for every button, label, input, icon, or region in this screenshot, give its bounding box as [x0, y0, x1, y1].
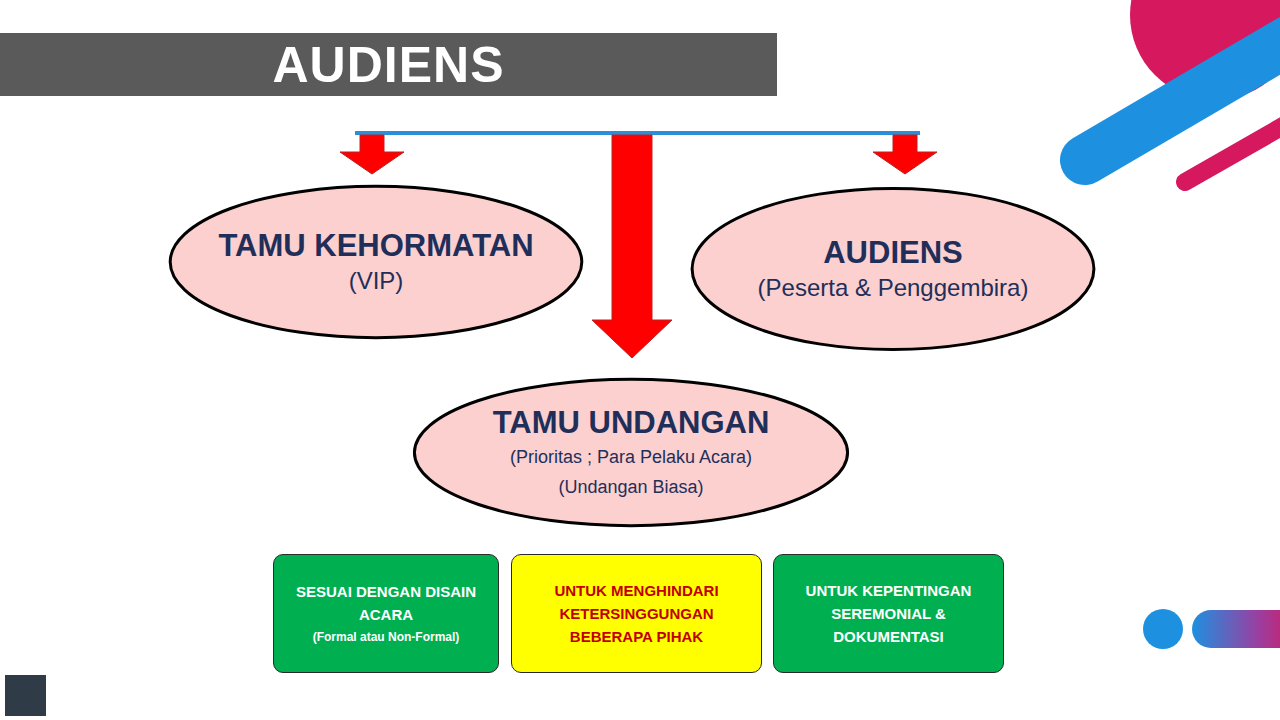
node-body: (Peserta & Penggembira) [758, 272, 1029, 304]
note-box: UNTUK KEPENTINGAN SEREMONIAL & DOKUMENTA… [773, 554, 1004, 673]
node-heading: AUDIENS [823, 234, 963, 272]
title-banner: AUDIENS [0, 33, 777, 96]
branch-bar [355, 131, 920, 135]
small-arrow [873, 135, 937, 174]
note-box: UNTUK MENGHINDARI KETERSINGGUNGAN BEBERA… [511, 554, 762, 673]
title: AUDIENS [0, 37, 777, 93]
ellipse-node: TAMU KEHORMATAN(VIP) [166, 184, 586, 340]
node-body: (VIP) [349, 265, 404, 297]
node-body: (Prioritas ; Para Pelaku Acara) [510, 442, 752, 472]
node-heading: TAMU KEHORMATAN [218, 227, 533, 265]
node-body: (Undangan Biasa) [558, 472, 703, 502]
corner-square [5, 675, 46, 716]
node-heading: UNTUK MENGHINDARI KETERSINGGUNGAN BEBERA… [526, 579, 747, 648]
dot [1143, 609, 1183, 649]
node-body: (Formal atau Non-Formal) [313, 626, 460, 648]
ellipse-node: AUDIENS(Peserta & Penggembira) [688, 186, 1098, 352]
corner-stripe [1185, 122, 1280, 182]
node-heading: UNTUK KEPENTINGAN SEREMONIAL & DOKUMENTA… [788, 579, 989, 648]
big-arrow [592, 135, 672, 358]
ellipse-node: TAMU UNDANGAN(Prioritas ; Para Pelaku Ac… [410, 377, 852, 528]
node-heading: SESUAI DENGAN DISAIN ACARA [288, 580, 484, 626]
pill [1192, 610, 1280, 648]
small-arrow [340, 135, 404, 174]
node-heading: TAMU UNDANGAN [493, 404, 770, 442]
note-box: SESUAI DENGAN DISAIN ACARA(Formal atau N… [273, 554, 499, 673]
